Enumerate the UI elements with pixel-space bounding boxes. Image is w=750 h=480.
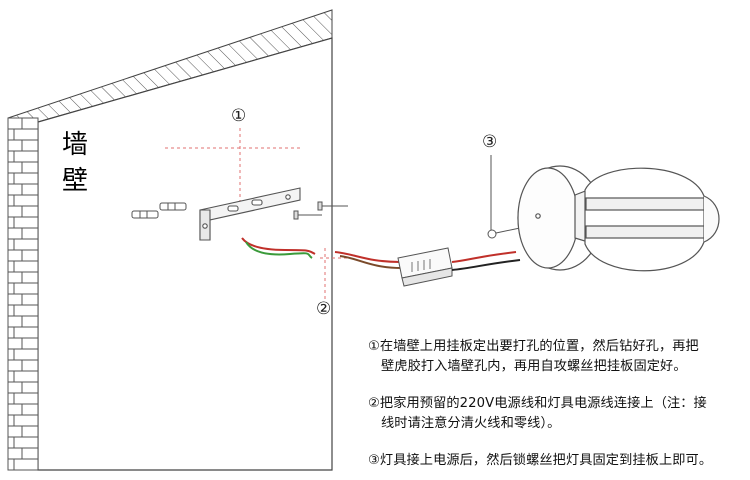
junction-box — [397, 247, 453, 287]
instruction-3-line-1: ③灯具接上电源后，然后锁螺丝把灯具固定到挂板上即可。 — [368, 453, 713, 468]
self-tapping-screws — [293, 201, 348, 220]
instruction-1-line-1: ①在墙壁上用挂板定出要打孔的位置，然后钻好孔，再把 — [368, 339, 699, 354]
mounting-bracket — [199, 187, 301, 241]
wires-to-junction — [334, 251, 403, 269]
marker-1: ① — [231, 106, 247, 126]
marker-2: ② — [316, 299, 332, 319]
wall-anchor-left — [131, 202, 187, 219]
wall-lamp — [517, 165, 720, 272]
wall-label-char-1: 墙 — [62, 130, 89, 160]
marker-3: ③ — [482, 132, 498, 152]
instruction-2-line-2: 线时请注意分清火线和零线）。 — [381, 416, 561, 431]
wall-label-char-2: 壁 — [62, 166, 89, 196]
brick-edge — [7, 117, 39, 471]
instruction-1-line-2: 壁虎胶打入墙壁孔内，再用自攻螺丝把挂板固定好。 — [381, 359, 687, 374]
wires-from-wall — [241, 237, 316, 259]
instruction-2-line-1: ②把家用预留的220V电源线和灯具电源线连接上（注：接 — [368, 396, 707, 411]
wires-to-lamp — [451, 251, 521, 271]
lamp-screw — [487, 227, 521, 239]
